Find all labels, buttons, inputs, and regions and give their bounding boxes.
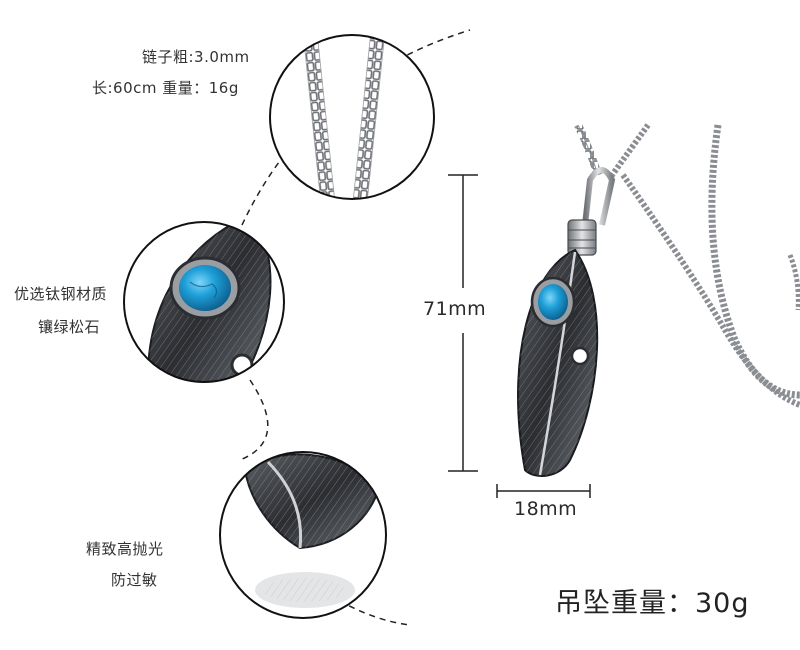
hypoallergenic-label: 防过敏 [111,571,158,589]
stone-closeup [123,221,285,383]
height-dimension-label: 71mm [423,298,487,320]
dashed-arc-bot [329,594,411,626]
stone-label: 镶绿松石 [38,318,101,336]
pendant-weight-label: 吊坠重量：30g [555,588,750,619]
dashed-arc-mid [239,379,269,461]
dashed-arc-top [241,29,471,226]
necklace-chain [574,123,800,408]
chain-thickness-label: 链子粗:3.0mm [142,48,250,66]
chain-length-weight-label: 长:60cm 重量：16g [92,79,239,97]
material-label: 优选钛钢材质 [14,285,108,303]
chain-closeup [269,34,435,200]
polish-label: 精致高抛光 [86,540,164,558]
polish-closeup [219,451,387,619]
width-dimension-label: 18mm [514,498,578,520]
width-dimension [496,484,591,498]
height-dimension [448,174,478,472]
feather-pendant [517,167,616,477]
